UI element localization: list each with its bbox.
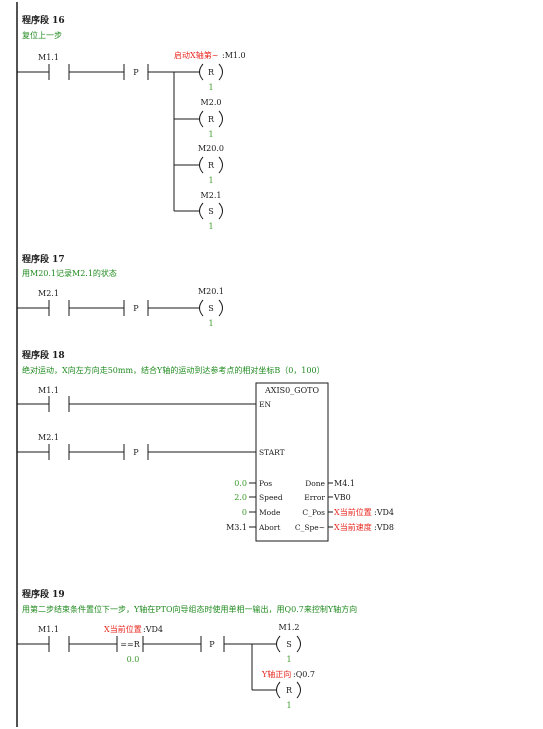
output-pin: C_Pos xyxy=(302,508,325,517)
reset-coil[interactable]: 启动X轴第~ :M1.0 R 1 xyxy=(174,50,246,92)
coil-type: R xyxy=(286,686,293,695)
coil-type: S xyxy=(208,207,213,216)
output-address: :VD8 xyxy=(374,523,394,532)
set-coil[interactable]: M1.2 S 1 xyxy=(276,623,301,664)
compare-address: :VD4 xyxy=(143,625,163,634)
input-value: 0 xyxy=(242,508,247,517)
coil-type: S xyxy=(208,304,213,313)
network-19[interactable]: 程序段 19 用第二步结束条件置位下一步，Y轴在PTO向导组态时使用单相一输出，… xyxy=(17,588,357,710)
coil-count: 1 xyxy=(208,319,213,328)
output-address: :VD4 xyxy=(374,508,394,517)
block-name: AXIS0_GOTO xyxy=(264,386,319,395)
output-symbol: X当前速度 xyxy=(334,522,372,532)
input-pin: Abort xyxy=(258,523,280,532)
positive-edge-contact[interactable]: P xyxy=(200,636,225,652)
contact-address: M2.1 xyxy=(38,289,59,298)
coil-count: 1 xyxy=(208,222,213,231)
network-comment: 复位上一步 xyxy=(22,30,62,40)
edge-label: P xyxy=(133,448,139,457)
network-title: 程序段 19 xyxy=(22,588,65,600)
compare-symbol: X当前位置 xyxy=(104,624,142,634)
output-pin: Done xyxy=(305,479,325,488)
coil-address: M2.0 xyxy=(201,98,222,107)
edge-label: P xyxy=(133,304,139,313)
coil-type: R xyxy=(208,115,215,124)
coil-count: 1 xyxy=(286,655,291,664)
edge-label: P xyxy=(133,68,139,77)
positive-edge-contact[interactable]: P xyxy=(123,300,149,316)
contact-address: M1.1 xyxy=(38,386,59,395)
edge-label: P xyxy=(209,640,215,649)
contact-address: M2.1 xyxy=(38,433,59,442)
no-contact[interactable] xyxy=(17,300,124,316)
output-address: M4.1 xyxy=(334,479,355,488)
input-pin: Mode xyxy=(259,508,281,517)
contact-address: M1.1 xyxy=(38,625,59,634)
network-title: 程序段 16 xyxy=(22,14,65,26)
block-pin-start: START xyxy=(259,448,285,457)
output-address: VB0 xyxy=(333,493,351,502)
positive-edge-contact[interactable]: P xyxy=(123,64,149,80)
axis-goto-function-block[interactable]: AXIS0_GOTO EN START 0.0 Pos 2.0 Speed 0 … xyxy=(226,382,394,542)
no-contact[interactable] xyxy=(17,64,124,80)
block-pin-en: EN xyxy=(259,400,271,409)
coil-symbol: 启动X轴第~ xyxy=(174,50,218,60)
reset-coil[interactable]: M2.0 R 1 xyxy=(199,98,223,139)
contact-address: M1.1 xyxy=(38,53,59,62)
no-contact[interactable] xyxy=(17,396,256,412)
network-16[interactable]: 程序段 16 复位上一步 M1.1 P 启动X轴第~ :M1.0 R xyxy=(17,14,246,231)
no-contact[interactable] xyxy=(17,636,117,652)
output-symbol: X当前位置 xyxy=(334,507,372,517)
coil-address: :M1.0 xyxy=(222,51,246,60)
coil-address: M20.0 xyxy=(198,144,224,153)
input-pin: Pos xyxy=(259,479,272,488)
coil-address: M1.2 xyxy=(279,623,300,632)
input-value: 0.0 xyxy=(234,479,247,488)
compare-value: 0.0 xyxy=(127,655,140,664)
coil-count: 1 xyxy=(208,176,213,185)
network-comment: 用第二步结束条件置位下一步，Y轴在PTO向导组态时使用单相一输出，用Q0.7来控… xyxy=(22,604,357,614)
network-comment: 用M20.1记录M2.1的状态 xyxy=(22,268,117,278)
compare-operator: ==R xyxy=(120,640,140,649)
input-value: M3.1 xyxy=(226,523,247,532)
output-pin: Error xyxy=(304,493,325,502)
coil-address: M2.1 xyxy=(201,191,222,200)
network-18[interactable]: 程序段 18 绝对运动，X向左方向走50mm，结合Y轴的运动到达参考点的相对坐标… xyxy=(17,349,394,542)
network-17[interactable]: 程序段 17 用M20.1记录M2.1的状态 M2.1 P M20.1 S 1 xyxy=(17,253,224,328)
coil-type: R xyxy=(208,161,215,170)
input-value: 2.0 xyxy=(234,493,247,502)
coil-count: 1 xyxy=(208,130,213,139)
coil-symbol: Y轴正向 xyxy=(261,669,291,679)
set-coil[interactable]: M2.1 S 1 xyxy=(199,191,223,231)
input-pin: Speed xyxy=(259,493,283,502)
network-title: 程序段 17 xyxy=(22,253,65,265)
no-contact[interactable] xyxy=(17,444,124,460)
network-comment: 绝对运动，X向左方向走50mm，结合Y轴的运动到达参考点的相对坐标B（0，100… xyxy=(22,365,325,375)
set-coil[interactable]: M20.1 S 1 xyxy=(198,287,224,328)
coil-count: 1 xyxy=(208,83,213,92)
output-pin: C_Spe~ xyxy=(295,523,325,532)
coil-address: M20.1 xyxy=(198,287,224,296)
coil-type: S xyxy=(286,640,291,649)
coil-address: :Q0.7 xyxy=(293,670,315,679)
coil-type: R xyxy=(208,68,215,77)
reset-coil[interactable]: M20.0 R 1 xyxy=(198,144,224,185)
positive-edge-contact[interactable]: P xyxy=(123,444,149,460)
coil-count: 1 xyxy=(286,701,291,710)
reset-coil[interactable]: Y轴正向 :Q0.7 R 1 xyxy=(261,669,315,710)
network-title: 程序段 18 xyxy=(22,349,65,361)
